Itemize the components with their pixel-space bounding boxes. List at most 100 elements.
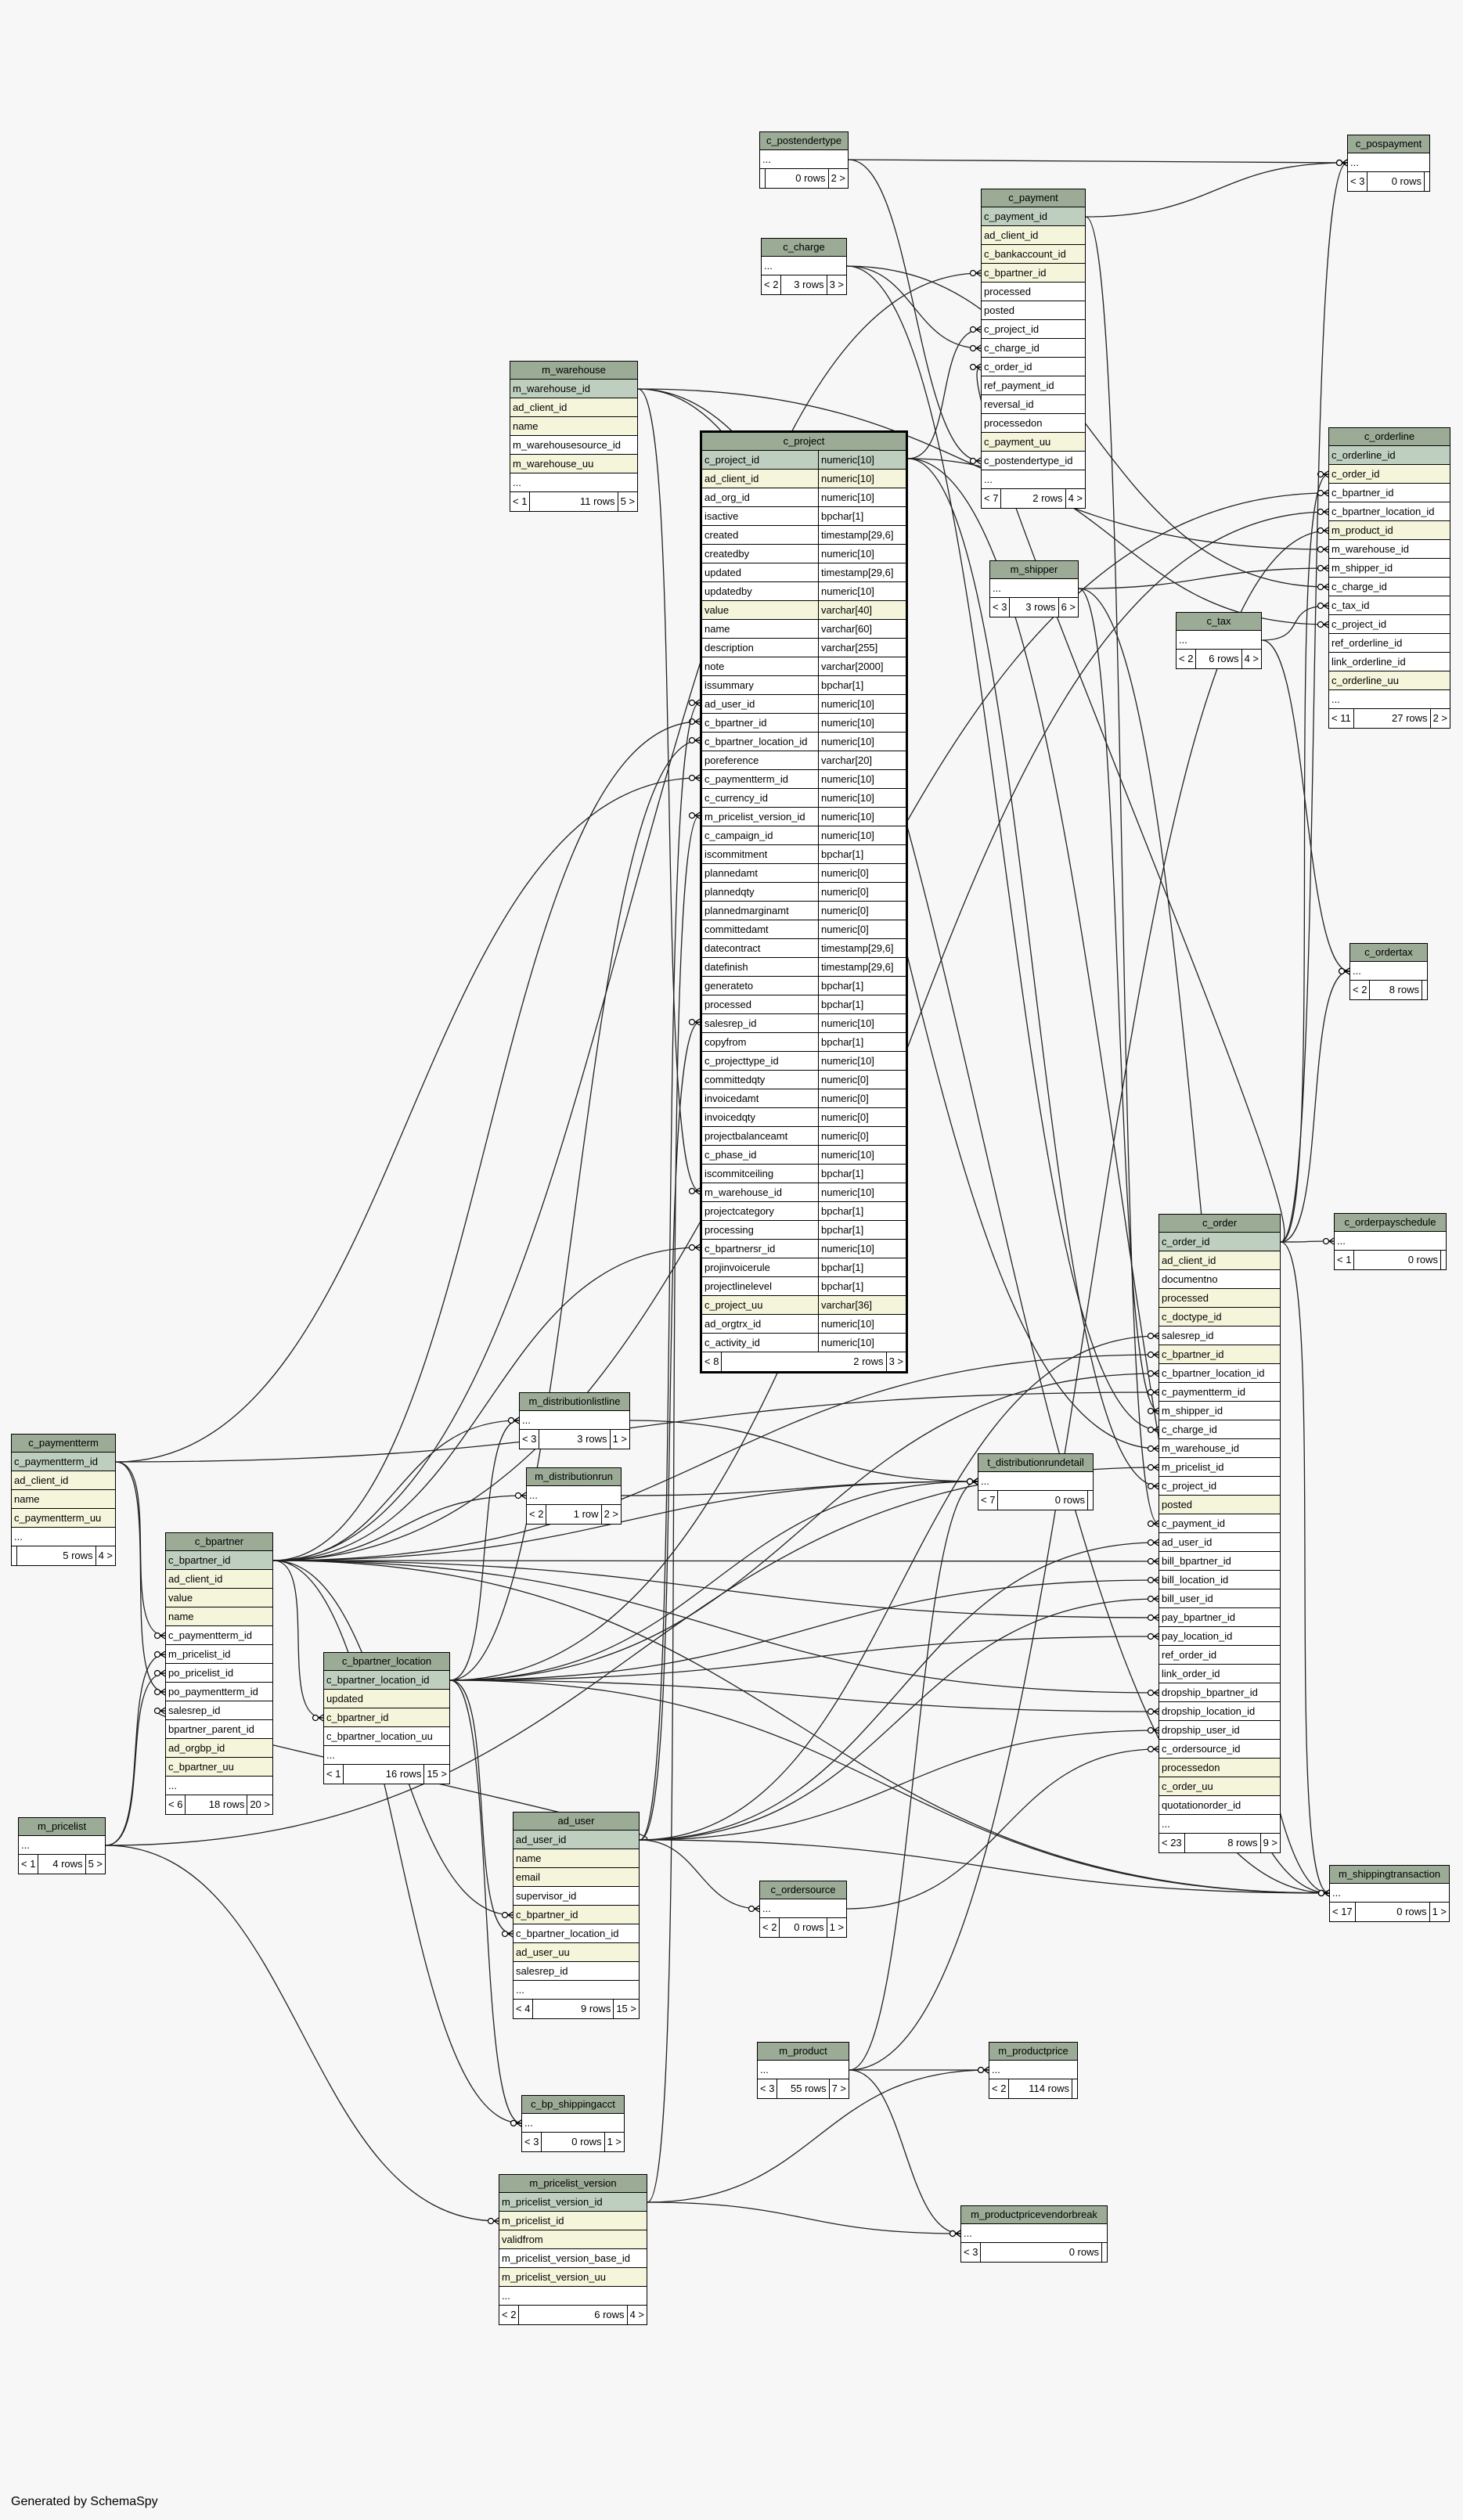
column-row[interactable]: processed [1159,1289,1280,1308]
table-title[interactable]: m_distributionrun [527,1468,621,1486]
children-count[interactable] [1102,2243,1107,2262]
children-count[interactable]: 5 > [88,1858,103,1870]
table-title[interactable]: c_orderpayschedule [1335,1214,1446,1232]
children-count[interactable] [1441,1251,1446,1269]
column-row[interactable]: c_project_id [1329,615,1450,634]
column-row[interactable]: supervisor_id [513,1887,639,1906]
column-row[interactable]: m_warehouse_id [1329,540,1450,559]
children-count[interactable] [1425,172,1429,191]
children-count[interactable]: 15 > [427,1768,447,1780]
table-title[interactable]: c_postendertype [760,132,848,150]
table-title[interactable]: m_distributionlistline [520,1393,629,1411]
parents-count[interactable]: < 1 [1335,1251,1355,1269]
children-count[interactable]: 4 > [98,1550,113,1561]
column-row[interactable]: processed [982,283,1085,301]
column-row[interactable]: pay_location_id [1159,1627,1280,1646]
parents-count[interactable]: < 3 [961,2243,982,2262]
children-count[interactable]: 20 > [250,1798,270,1810]
column-row[interactable]: bill_bpartner_id [1159,1552,1280,1571]
table-title[interactable]: m_productprice [989,2043,1077,2061]
column-row[interactable]: ... [1348,153,1429,172]
parents-count[interactable]: < 23 [1159,1834,1185,1852]
children-count[interactable]: 4 > [1068,492,1083,504]
column-row[interactable]: ref_payment_id [982,376,1085,395]
column-row[interactable]: c_paymentterm_id [166,1626,272,1645]
table-title[interactable]: c_pospayment [1348,135,1429,153]
column-row[interactable]: c_orderline_id [1329,446,1450,465]
children-count[interactable]: 5 > [620,495,635,507]
parents-count[interactable]: < 1 [19,1855,39,1874]
column-row[interactable]: ... [760,150,848,169]
column-row[interactable]: dropship_location_id [1159,1702,1280,1721]
column-row[interactable]: posted [982,301,1085,320]
parents-count[interactable]: < 1 [324,1765,344,1784]
table-title[interactable]: m_warehouse [510,362,637,380]
table-title[interactable]: m_pricelist_version [499,2175,647,2193]
column-row[interactable]: m_shipper_id [1159,1402,1280,1420]
table-title[interactable]: ad_user [513,1813,639,1831]
parents-count[interactable]: < 2 [499,2306,520,2324]
column-row[interactable]: ... [520,1411,629,1430]
children-count[interactable]: 4 > [1244,653,1259,664]
children-count[interactable]: 2 > [831,172,845,184]
column-row[interactable]: ad_client_id [1159,1251,1280,1270]
column-row[interactable]: c_bpartner_id [982,264,1085,283]
column-row[interactable]: value [166,1589,272,1607]
children-count[interactable]: 1 > [607,2136,622,2147]
children-count[interactable]: 9 > [1263,1837,1277,1849]
column-row[interactable]: ad_client_id [12,1471,115,1490]
column-row[interactable]: ad_orgbp_id [166,1739,272,1758]
column-row[interactable]: link_order_id [1159,1665,1280,1683]
column-row[interactable]: name [12,1490,115,1509]
children-count[interactable]: 3 > [829,279,844,290]
children-count[interactable]: 1 > [612,1433,627,1445]
column-row[interactable]: m_pricelist_version_base_id [499,2249,647,2268]
column-row[interactable]: c_doctype_id [1159,1308,1280,1327]
column-row[interactable]: c_payment_id [1159,1514,1280,1533]
children-count[interactable] [1422,981,1427,999]
table-title[interactable]: c_payment [982,189,1085,207]
parents-count[interactable]: < 2 [1177,650,1197,668]
column-row[interactable]: name [510,417,637,436]
column-row[interactable]: email [513,1868,639,1887]
table-title[interactable]: c_bpartner [166,1533,272,1551]
column-row[interactable]: ref_orderline_id [1329,634,1450,653]
column-row[interactable]: ... [513,1981,639,2000]
column-row[interactable]: quotationorder_id [1159,1796,1280,1815]
parents-count[interactable]: < 2 [760,1918,780,1937]
children-count[interactable]: 15 > [616,2003,636,2014]
column-row[interactable]: ... [982,470,1085,489]
parents-count[interactable]: < 3 [1348,172,1368,191]
table-title[interactable]: m_product [758,2043,849,2061]
column-row[interactable]: m_pricelist_version_uu [499,2268,647,2287]
column-row[interactable]: ... [1177,631,1261,650]
column-row[interactable]: m_pricelist_id [499,2212,647,2230]
parents-count[interactable]: < 2 [527,1505,547,1524]
table-title[interactable]: m_productpricevendorbreak [961,2206,1107,2224]
table-title[interactable]: m_shippingtransaction [1330,1866,1449,1884]
column-row[interactable]: ... [762,257,846,275]
column-row[interactable]: ad_user_uu [513,1943,639,1962]
table-title[interactable]: c_charge [762,239,846,257]
column-row[interactable]: dropship_bpartner_id [1159,1683,1280,1702]
